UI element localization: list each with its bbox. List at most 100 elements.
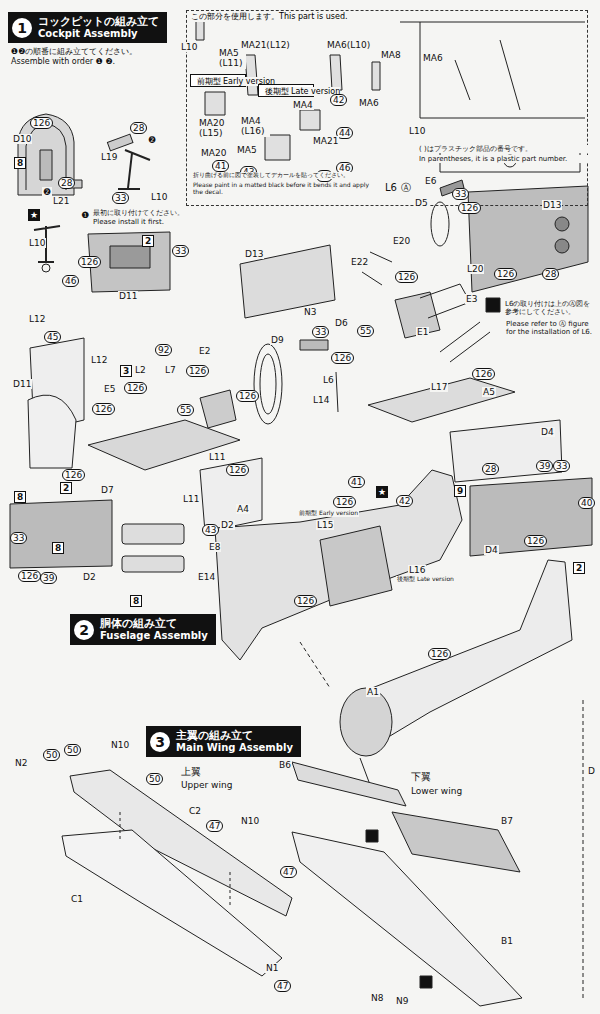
part-label: E6 bbox=[424, 176, 437, 186]
part-label: MA21 bbox=[312, 136, 339, 146]
color-callout: 55 bbox=[177, 404, 194, 416]
step-number-box: 3 bbox=[120, 365, 132, 377]
part-label: L12 bbox=[28, 314, 46, 324]
color-callout: 41 bbox=[348, 476, 365, 488]
section-header: 3主翼の組み立てMain Wing Assembly bbox=[146, 726, 301, 757]
part-label: E8 bbox=[208, 542, 221, 552]
part-label: MA5 bbox=[236, 145, 258, 155]
color-callout: 50 bbox=[64, 744, 81, 756]
color-callout: 126 bbox=[494, 268, 517, 280]
color-callout: 47 bbox=[280, 866, 297, 878]
color-callout: 47 bbox=[206, 820, 223, 832]
color-callout: 126 bbox=[18, 570, 41, 582]
part-label: L17 bbox=[430, 382, 448, 392]
color-callout: 126 bbox=[472, 368, 495, 380]
part-label: D2 bbox=[220, 520, 235, 530]
section-header: 1コックピットの組み立てCockpit Assembly bbox=[8, 12, 167, 43]
header-title: 主翼の組み立て bbox=[176, 729, 293, 742]
part-label: N3 bbox=[303, 307, 317, 317]
step-number-box: 8 bbox=[130, 595, 142, 607]
part-label: D bbox=[587, 766, 596, 776]
part-label: MA4 (L16) bbox=[240, 116, 270, 137]
part-label: L10 bbox=[28, 238, 46, 248]
note-text: 折り曲げる前に図で塗装してデカールを貼ってください。 bbox=[192, 172, 379, 179]
step-number: 1 bbox=[12, 18, 32, 38]
part-label: A5 bbox=[482, 387, 496, 397]
part-label: N1 bbox=[265, 963, 279, 973]
part-label: E2 bbox=[198, 346, 211, 356]
part-label: D13 bbox=[244, 249, 264, 259]
step-number-box: 8 bbox=[52, 542, 64, 554]
part-label: MA8 bbox=[380, 50, 402, 60]
note-text: ( )はプラスチック部品の番号です。 bbox=[418, 145, 588, 153]
part-label: L2 bbox=[134, 365, 147, 375]
color-callout: 126 bbox=[236, 390, 259, 402]
color-callout: 126 bbox=[186, 365, 209, 377]
part-label: L7 bbox=[164, 365, 177, 375]
part-label: B1 bbox=[500, 936, 514, 946]
part-label: L11 bbox=[208, 452, 226, 462]
color-callout: 46 bbox=[62, 275, 79, 287]
color-callout: 126 bbox=[78, 256, 101, 268]
part-label: Ⓐ bbox=[400, 182, 412, 194]
part-label: D2 bbox=[82, 572, 97, 582]
part-label: E14 bbox=[197, 572, 216, 582]
color-callout: 126 bbox=[92, 403, 115, 415]
color-callout: 43 bbox=[202, 524, 219, 536]
note-text: Assemble with order ❶ ❷. bbox=[10, 57, 116, 66]
part-label: N9 bbox=[395, 996, 409, 1006]
version-text: 後期型 Late version bbox=[265, 87, 341, 96]
part-label: ❷ bbox=[42, 187, 52, 197]
part-label: L21 bbox=[52, 196, 70, 206]
part-label: D6 bbox=[334, 318, 349, 328]
section-header: 2胴体の組み立てFuselage Assembly bbox=[70, 614, 216, 645]
part-label: 下翼 bbox=[410, 771, 432, 783]
header-title: 胴体の組み立て bbox=[100, 617, 208, 630]
step-number-box: 2 bbox=[142, 235, 154, 247]
part-label: L20 bbox=[466, 264, 484, 274]
color-callout: 28 bbox=[542, 268, 559, 280]
color-callout: 126 bbox=[333, 496, 356, 508]
color-callout: 42 bbox=[396, 495, 413, 507]
color-callout: 126 bbox=[124, 382, 147, 394]
part-label: MA20 (L15) bbox=[198, 118, 228, 139]
part-label: B7 bbox=[500, 816, 514, 826]
part-label: MA5 (L11) bbox=[218, 48, 246, 69]
note-text: Please paint in a matted black before it… bbox=[192, 182, 379, 196]
part-label: L6 bbox=[384, 182, 398, 194]
part-label: 上翼 bbox=[180, 766, 202, 778]
step-number-box: 2 bbox=[60, 482, 72, 494]
color-callout: 47 bbox=[274, 980, 291, 992]
step-number-box: 2 bbox=[573, 562, 585, 574]
color-callout: 28 bbox=[482, 463, 499, 475]
note-text: Please install it first. bbox=[92, 218, 165, 226]
note-text: In parentheses, it is a plastic part num… bbox=[418, 155, 588, 163]
color-callout: 39 bbox=[536, 460, 553, 472]
color-callout: 126 bbox=[294, 595, 317, 607]
color-callout: 126 bbox=[30, 117, 53, 129]
version-tag: 後期型 Late version bbox=[258, 84, 314, 98]
part-label: D7 bbox=[100, 485, 115, 495]
color-callout: 50 bbox=[146, 773, 163, 785]
part-label: L15 bbox=[316, 520, 334, 530]
part-label: L10 bbox=[180, 42, 198, 52]
part-label: E20 bbox=[392, 236, 411, 246]
color-callout: 33 bbox=[553, 460, 570, 472]
part-label: A1 bbox=[366, 687, 380, 697]
header-title: コックピットの組み立て bbox=[38, 15, 159, 28]
part-label: D13 bbox=[542, 200, 562, 210]
color-callout: 33 bbox=[312, 326, 329, 338]
color-callout: 92 bbox=[155, 344, 172, 356]
step-number-box: 8 bbox=[14, 157, 26, 169]
part-label: D9 bbox=[270, 335, 285, 345]
part-label: C2 bbox=[188, 806, 202, 816]
note-text: ❶❷の順番に組み立ててください。 bbox=[10, 47, 138, 56]
part-label: D11 bbox=[118, 291, 138, 301]
color-callout: 126 bbox=[458, 202, 481, 214]
step-number: 2 bbox=[74, 620, 94, 640]
star-mark: ★ bbox=[376, 486, 388, 498]
part-label: C1 bbox=[70, 894, 84, 904]
part-label: ❷ bbox=[147, 135, 157, 145]
color-callout: 126 bbox=[524, 535, 547, 547]
part-label: Upper wing bbox=[180, 780, 233, 790]
